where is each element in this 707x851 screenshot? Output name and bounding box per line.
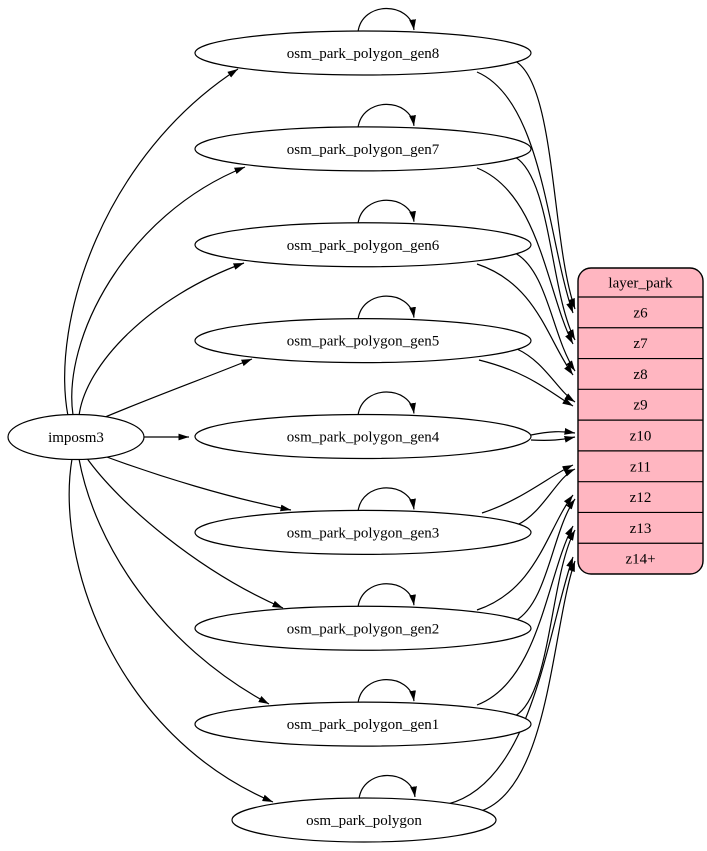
node-imposm3 xyxy=(7,413,145,461)
node-osm_park_polygon_gen7-label: osm_park_polygon_gen7 xyxy=(287,142,440,158)
layer-row-z10: z10 xyxy=(630,429,652,445)
self-loop-osm_park_polygon_gen3 xyxy=(357,487,416,512)
edge-imposm3-to-osm_park_polygon_gen1 xyxy=(78,458,270,705)
edge-osm_park_polygon_gen6-to-z8-outer xyxy=(514,252,576,372)
self-loop-osm_park_polygon_gen5 xyxy=(357,295,416,320)
edge-osm_park_polygon_gen3-to-z11-outer xyxy=(516,468,576,526)
self-loop-osm_park_polygon_gen4 xyxy=(357,391,416,416)
layer-park-body xyxy=(577,267,704,575)
node-osm_park_polygon_gen5 xyxy=(194,318,532,364)
edges-layer xyxy=(64,8,576,813)
node-osm_park_polygon_gen4-label: osm_park_polygon_gen4 xyxy=(287,430,440,446)
self-loop-osm_park_polygon_gen2 xyxy=(357,583,416,608)
layer-park-header: layer_park xyxy=(608,276,673,292)
edge-osm_park_polygon_gen6-to-z8-inner xyxy=(476,263,574,376)
edge-imposm3-to-osm_park_polygon_gen3 xyxy=(95,452,292,512)
node-osm_park_polygon_gen5-label: osm_park_polygon_gen5 xyxy=(287,334,439,350)
edge-osm_park_polygon_gen8-to-z6-outer xyxy=(514,60,576,310)
edge-osm_park_polygon_gen5-to-z9-outer xyxy=(516,348,576,403)
edge-osm_park_polygon_gen2-to-z12-outer xyxy=(514,498,576,622)
node-imposm3-label: imposm3 xyxy=(48,430,104,446)
edge-osm_park_polygon_gen1-to-z13-outer xyxy=(514,529,576,717)
layer-park-table: layer_park z6 z7 z8 z9 z10 z11 z12 z13 z14+ xyxy=(577,267,704,575)
node-osm_park_polygon_gen1 xyxy=(194,701,532,747)
layer-row-z12: z12 xyxy=(630,490,652,506)
node-osm_park_polygon_gen8 xyxy=(194,30,532,76)
edge-osm_park_polygon_gen3-to-z11-inner xyxy=(481,464,574,514)
node-osm_park_polygon_gen2-label: osm_park_polygon_gen2 xyxy=(287,621,439,637)
node-osm_park_polygon_gen4 xyxy=(194,413,532,460)
node-osm_park_polygon_gen7 xyxy=(194,126,532,172)
self-loop-osm_park_polygon_gen8 xyxy=(357,8,416,33)
edge-imposm3-to-osm_park_polygon_gen5 xyxy=(97,358,253,421)
node-osm_park_polygon_gen6 xyxy=(194,222,532,268)
edge-osm_park_polygon_gen5-to-z9-inner xyxy=(478,359,574,407)
layer-row-z13: z13 xyxy=(630,521,652,537)
edge-osm_park_polygon_gen4-to-z10-outer xyxy=(530,428,576,436)
self-loop-osm_park_polygon_gen7 xyxy=(357,103,416,128)
node-osm_park_polygon-label: osm_park_polygon xyxy=(306,813,422,829)
edge-osm_park_polygon_gen8-to-z6-inner xyxy=(476,71,574,314)
node-osm_park_polygon_gen6-label: osm_park_polygon_gen6 xyxy=(287,238,440,254)
edge-imposm3-to-osm_park_polygon xyxy=(68,458,274,803)
edge-osm_park_polygon-to-z14+-outer xyxy=(477,560,576,813)
edge-imposm3-to-osm_park_polygon_gen8 xyxy=(64,68,239,417)
self-loop-osm_park_polygon_gen1 xyxy=(357,679,416,704)
layer-row-z11: z11 xyxy=(630,459,651,475)
layer-row-z6: z6 xyxy=(633,305,648,321)
edge-osm_park_polygon_gen2-to-z12-inner xyxy=(476,494,574,611)
node-osm_park_polygon_gen8-label: osm_park_polygon_gen8 xyxy=(287,46,439,62)
layer-row-z14+: z14+ xyxy=(625,552,655,568)
node-osm_park_polygon_gen3 xyxy=(194,509,532,555)
nodes-layer: imposm3 osm_park_polygon_gen8 osm_park_pol… xyxy=(7,30,532,843)
self-loop-osm_park_polygon_gen6 xyxy=(357,199,416,224)
edge-imposm3-to-osm_park_polygon_gen2 xyxy=(85,456,284,609)
node-osm_park_polygon_gen1-label: osm_park_polygon_gen1 xyxy=(287,717,439,733)
node-osm_park_polygon xyxy=(231,797,497,843)
edge-osm_park_polygon_gen7-to-z7-inner xyxy=(476,167,574,345)
edge-osm_park_polygon_gen4-to-z10-inner xyxy=(530,436,576,443)
layer-row-z9: z9 xyxy=(633,398,647,414)
node-osm_park_polygon_gen3-label: osm_park_polygon_gen3 xyxy=(287,525,439,541)
edge-osm_park_polygon-to-z14+-inner xyxy=(447,556,574,805)
edge-osm_park_polygon_gen1-to-z13-inner xyxy=(476,525,574,706)
self-loop-osm_park_polygon xyxy=(358,775,417,800)
edge-imposm3-to-osm_park_polygon_gen6 xyxy=(78,262,245,417)
edge-imposm3-to-osm_park_polygon_gen7 xyxy=(71,166,246,416)
layer-row-z8: z8 xyxy=(633,367,647,383)
node-osm_park_polygon_gen2 xyxy=(194,605,532,651)
layer-row-z7: z7 xyxy=(633,336,648,352)
edge-osm_park_polygon_gen7-to-z7-outer xyxy=(514,156,576,341)
